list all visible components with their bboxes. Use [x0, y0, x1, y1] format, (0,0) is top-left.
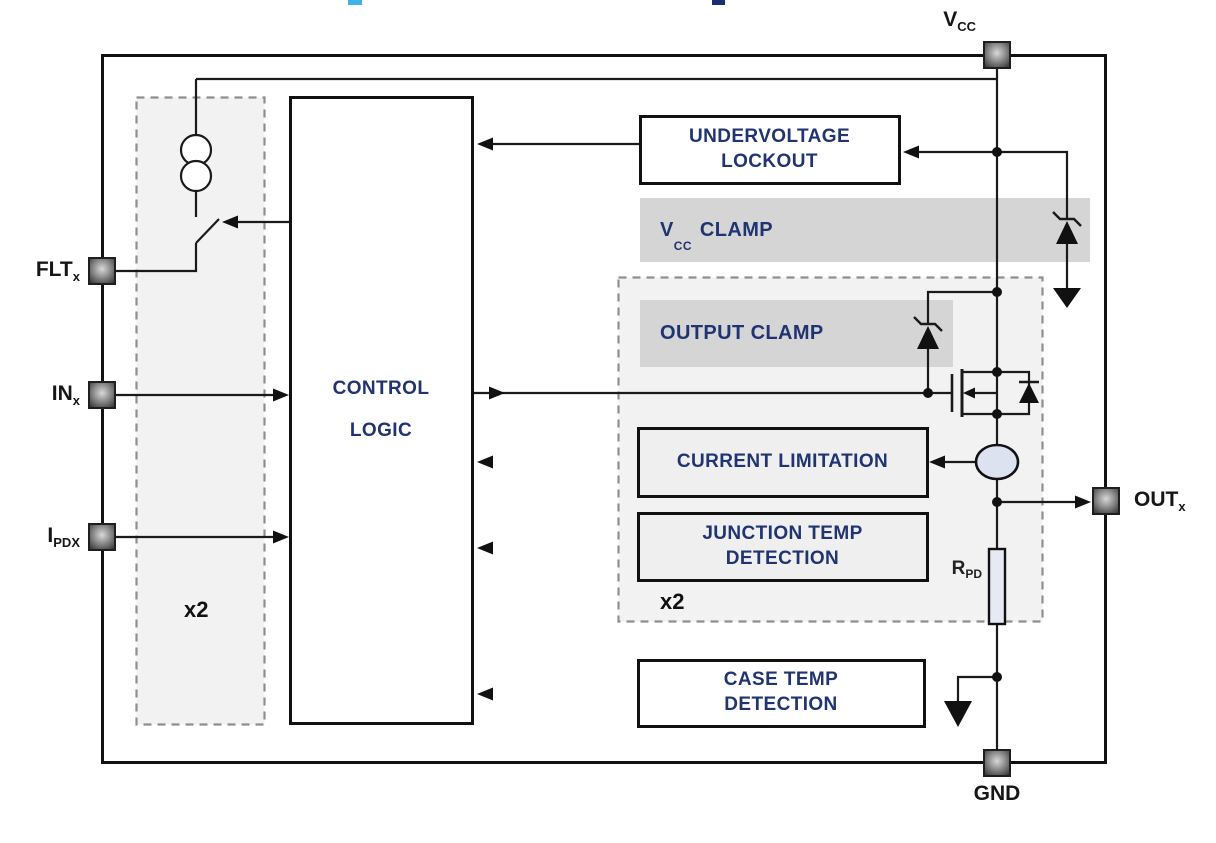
- multiplier-label-left: x2: [184, 597, 208, 623]
- wire-vcc-clamp-branch-top: [997, 150, 1069, 220]
- multiplier-right-text: x2: [660, 589, 685, 614]
- nmos-transistor-icon: [950, 369, 997, 417]
- output-clamp-label: OUTPUT CLAMP: [660, 300, 824, 367]
- control-logic-box: [289, 96, 474, 725]
- arrowhead-in: [273, 388, 289, 402]
- output-clamp-band: [640, 300, 953, 367]
- pin-label-vcc: VCC: [912, 8, 976, 34]
- vcc-clamp-band: [640, 198, 1090, 262]
- pin-label-in-sub: x: [72, 393, 80, 408]
- arrowhead-rail-uvlo: [903, 145, 919, 159]
- current-sensor-icon: [974, 443, 1020, 481]
- zener-diode-icon: [1052, 211, 1082, 244]
- switch-arm: [195, 218, 220, 244]
- pin-label-gnd: GND: [959, 782, 1035, 805]
- current-source-icon: [179, 133, 213, 193]
- current-limitation-label: CURRENT LIMITATION: [638, 428, 927, 496]
- pin-label-flt-sub: x: [72, 269, 80, 284]
- junction-dot: [992, 409, 1002, 419]
- pin-in: [88, 381, 116, 409]
- current-limitation-box: [637, 427, 929, 498]
- pulldown-resistor-label: RPD: [898, 558, 982, 581]
- vcc-clamp-base: V: [660, 218, 674, 241]
- wire-flt-pin: [102, 243, 198, 273]
- junction-dot: [992, 672, 1002, 682]
- junction-dot: [992, 287, 1002, 297]
- arrowhead-ipdx: [273, 530, 289, 544]
- junction-temp-line2: DETECTION: [725, 547, 840, 569]
- case-temp-line1: CASE TEMP: [723, 669, 839, 691]
- pin-label-ipdx-base: I: [47, 524, 54, 547]
- vcc-clamp-rest: CLAMP: [699, 218, 773, 241]
- pin-label-in-base: IN: [51, 382, 73, 405]
- input-channel-dashed-region: [135, 96, 266, 726]
- pin-vcc: [983, 41, 1011, 69]
- junction-dot: [992, 497, 1002, 507]
- diode-icon: [997, 370, 1039, 416]
- pin-label-out: OUTx: [1134, 488, 1186, 514]
- undervoltage-lockout-label: UNDERVOLTAGE LOCKOUT: [640, 116, 899, 183]
- arrowhead-junctiontemp-control: [477, 541, 493, 555]
- arrowhead-out: [1075, 495, 1091, 509]
- arrowhead-sensor-currentlimit: [929, 455, 945, 469]
- case-temp-detection-label: CASE TEMP DETECTION: [638, 660, 924, 726]
- wire-substrate-ground: [956, 675, 997, 701]
- output-clamp-text: OUTPUT CLAMP: [660, 322, 824, 344]
- junction-dot: [992, 367, 1002, 377]
- pin-label-flt: FLTx: [6, 258, 80, 284]
- junction-temp-detection-label: JUNCTION TEMP DETECTION: [638, 513, 927, 580]
- pin-label-flt-base: FLT: [35, 258, 73, 281]
- zener-diode-icon: [913, 316, 943, 349]
- pin-label-out-sub: x: [1178, 499, 1186, 514]
- top-crop-artifact-light: [348, 0, 362, 5]
- pin-label-in: INx: [6, 382, 80, 408]
- pin-label-vcc-sub: CC: [957, 19, 976, 34]
- pin-label-out-base: OUT: [1134, 488, 1179, 511]
- arrowhead-uvlo-control: [477, 137, 493, 151]
- junction-temp-detection-box: [637, 512, 929, 582]
- pin-out: [1092, 487, 1120, 515]
- pin-gnd: [983, 749, 1011, 777]
- uvlo-line2: LOCKOUT: [721, 150, 818, 172]
- arrowhead-casetemp-control: [477, 687, 493, 701]
- pin-ipdx: [88, 523, 116, 551]
- arrowhead-gate: [489, 386, 505, 400]
- junction-dot: [992, 147, 1002, 157]
- clamp-down-arrow-icon: [1053, 288, 1081, 308]
- ground-arrow-icon: [944, 701, 972, 727]
- resistor-icon: [987, 547, 1007, 626]
- pin-label-ipdx: IPDX: [6, 524, 80, 550]
- pin-label-gnd-text: GND: [973, 782, 1021, 805]
- rpd-base: R: [951, 558, 966, 579]
- top-crop-artifact-dark: [712, 0, 725, 5]
- current-limitation-text: CURRENT LIMITATION: [676, 450, 889, 472]
- pin-label-ipdx-sub: PDX: [53, 535, 80, 550]
- control-logic-label: CONTROL LOGIC: [290, 97, 472, 723]
- junction-dot: [923, 388, 933, 398]
- vcc-clamp-sub: CC: [673, 239, 692, 253]
- rpd-sub: PD: [965, 567, 982, 581]
- wire-output-clamp-branch-top: [926, 290, 997, 325]
- undervoltage-lockout-box: [639, 115, 901, 185]
- arrowhead-currentlimit-control: [477, 455, 493, 469]
- control-logic-line2: LOGIC: [349, 420, 413, 441]
- case-temp-detection-box: [637, 659, 926, 728]
- pin-label-vcc-base: V: [943, 8, 958, 31]
- junction-temp-line1: JUNCTION TEMP: [702, 522, 863, 544]
- arrowhead-switch: [222, 215, 238, 229]
- case-temp-line2: DETECTION: [724, 694, 838, 715]
- control-logic-line1: CONTROL: [332, 378, 430, 400]
- uvlo-line1: UNDERVOLTAGE: [688, 125, 851, 147]
- multiplier-label-right: x2: [660, 589, 684, 615]
- pin-flt: [88, 257, 116, 285]
- multiplier-left-text: x2: [184, 597, 209, 622]
